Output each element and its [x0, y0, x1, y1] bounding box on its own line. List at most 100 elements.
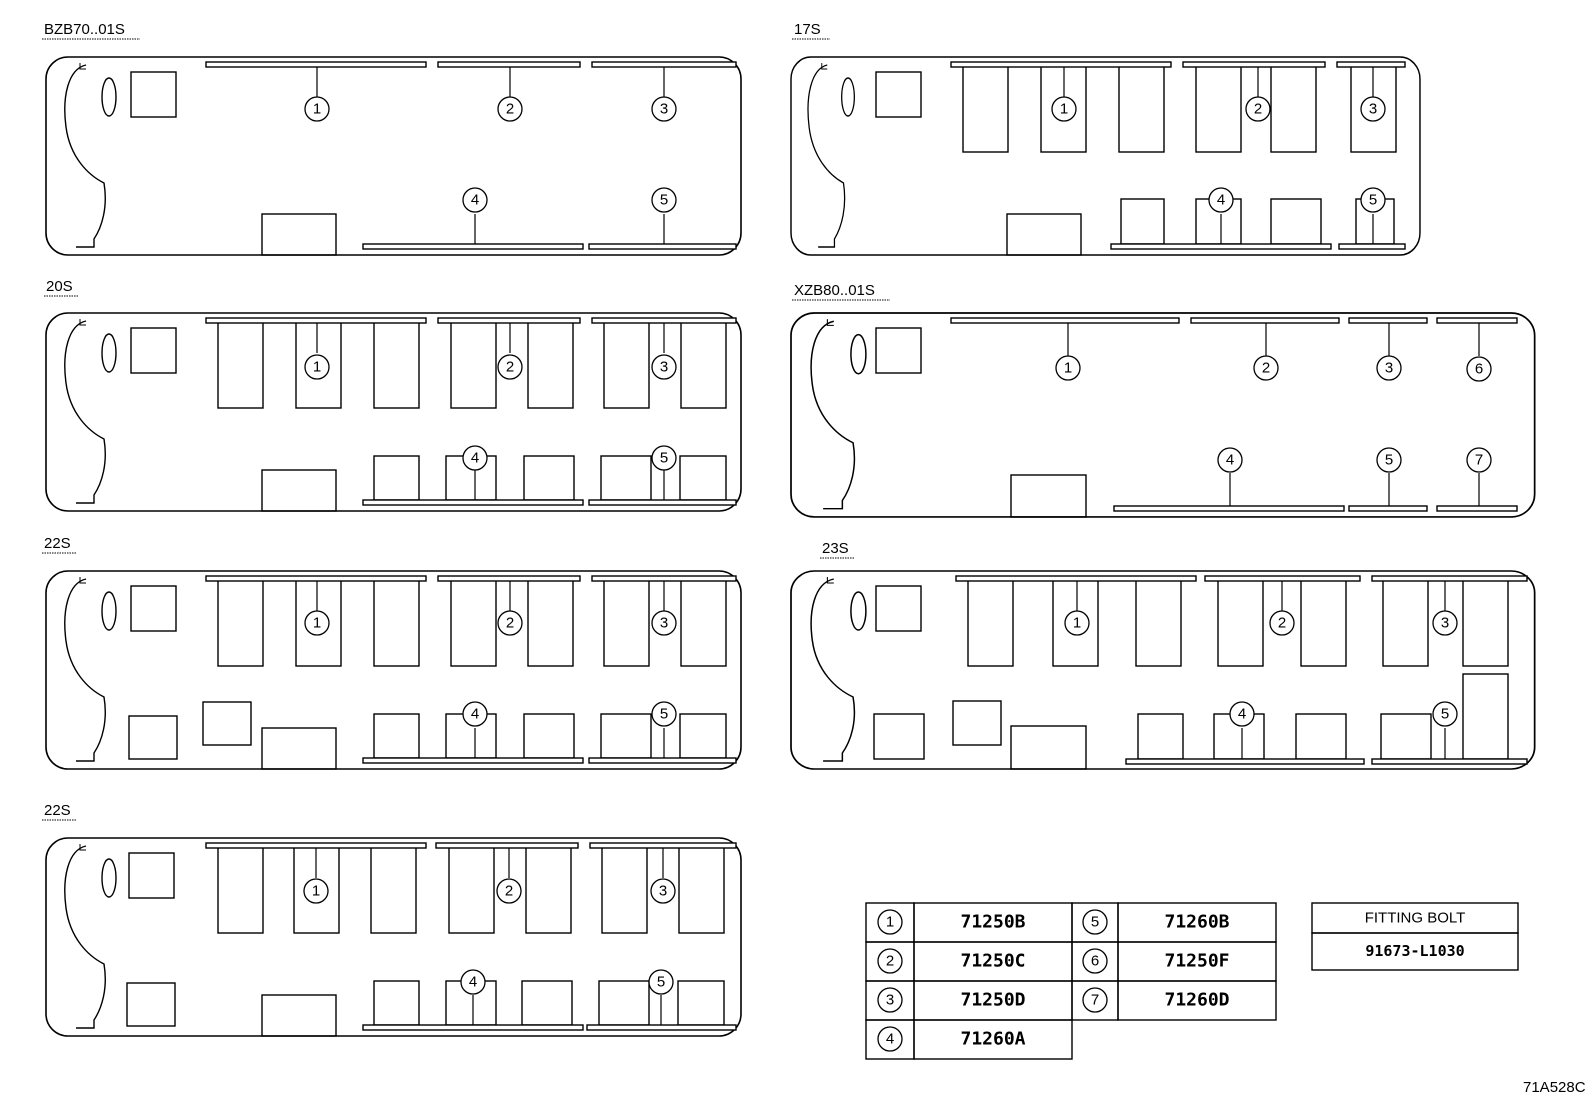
parts-row-6: 6 71250F [1082, 948, 1230, 974]
drawing-code: 71A528C [1523, 1079, 1586, 1096]
svg-text:3: 3 [1385, 360, 1393, 377]
callout-2: 2 [1269, 610, 1295, 636]
layout-label-20s: 20S [46, 278, 73, 295]
callout-3: 3 [651, 610, 677, 636]
layout-label-23s: 23S [822, 540, 849, 557]
callout-4: 4 [1229, 701, 1255, 727]
callout-4: 4 [462, 701, 488, 727]
parts-table [865, 902, 1277, 1060]
layout-label-22s-a: 22S [44, 535, 71, 552]
callout-1: 1 [304, 354, 330, 380]
callout-1: 1 [1051, 96, 1077, 122]
callout-5: 5 [1432, 701, 1458, 727]
fitting-bolt-title: FITTING BOLT [1365, 910, 1466, 927]
svg-text:2: 2 [1254, 101, 1262, 118]
svg-text:4: 4 [1226, 452, 1234, 469]
svg-text:1: 1 [312, 883, 320, 900]
callout-2: 2 [1245, 96, 1271, 122]
svg-text:4: 4 [1238, 706, 1246, 723]
callout-4: 4 [460, 969, 486, 995]
callout-7: 7 [1466, 447, 1492, 473]
svg-text:2: 2 [1278, 615, 1286, 632]
svg-text:1: 1 [313, 101, 321, 118]
callout-4: 4 [1208, 187, 1234, 213]
parts-row-3: 3 71250D [877, 987, 1026, 1013]
callout-4: 4 [462, 187, 488, 213]
svg-text:5: 5 [1091, 914, 1099, 931]
svg-text:2: 2 [506, 101, 514, 118]
svg-text:7: 7 [1091, 992, 1099, 1009]
svg-text:2: 2 [506, 359, 514, 376]
svg-text:5: 5 [660, 450, 668, 467]
svg-text:3: 3 [659, 883, 667, 900]
callout-5: 5 [651, 701, 677, 727]
callout-5: 5 [651, 445, 677, 471]
layout-20s: 1 2 3 4 5 [45, 312, 742, 512]
fitting-bolt-part: 91673-L1030 [1365, 942, 1464, 960]
svg-text:5: 5 [657, 974, 665, 991]
layout-label-17s: 17S [794, 21, 821, 38]
callout-4: 4 [462, 445, 488, 471]
svg-text:71260A: 71260A [960, 1029, 1025, 1050]
callout-4: 4 [1217, 447, 1243, 473]
svg-text:2: 2 [506, 615, 514, 632]
parts-row-5: 5 71260B [1082, 909, 1230, 935]
layout-bzb70: 1 2 3 4 5 [45, 56, 742, 256]
callout-2: 2 [497, 354, 523, 380]
parts-row-4: 4 71260A [877, 1026, 1026, 1052]
svg-text:71250F: 71250F [1164, 951, 1229, 972]
layout-label-bzb70: BZB70..01S [44, 21, 125, 38]
layout-23s: 1 2 3 4 5 [790, 570, 1536, 770]
callout-1: 1 [304, 96, 330, 122]
parts-row-2: 2 71250C [877, 948, 1026, 974]
svg-text:4: 4 [886, 1031, 894, 1048]
svg-text:5: 5 [660, 706, 668, 723]
svg-text:5: 5 [1441, 706, 1449, 723]
svg-text:1: 1 [886, 914, 894, 931]
svg-text:2: 2 [505, 883, 513, 900]
callout-3: 3 [650, 878, 676, 904]
svg-text:2: 2 [1262, 360, 1270, 377]
callout-5: 5 [648, 969, 674, 995]
svg-text:3: 3 [660, 359, 668, 376]
svg-text:4: 4 [469, 974, 477, 991]
callout-2: 2 [1253, 355, 1279, 381]
svg-text:1: 1 [313, 615, 321, 632]
callout-1: 1 [1055, 355, 1081, 381]
svg-text:5: 5 [1369, 192, 1377, 209]
svg-text:1: 1 [1073, 615, 1081, 632]
callout-2: 2 [496, 878, 522, 904]
svg-text:3: 3 [660, 101, 668, 118]
svg-text:2: 2 [886, 953, 894, 970]
svg-text:71250C: 71250C [960, 951, 1025, 972]
svg-text:71260B: 71260B [1164, 912, 1229, 933]
callout-3: 3 [1432, 610, 1458, 636]
callout-5: 5 [1376, 447, 1402, 473]
callout-2: 2 [497, 96, 523, 122]
callout-3: 3 [651, 96, 677, 122]
callout-5: 5 [651, 187, 677, 213]
svg-text:4: 4 [471, 706, 479, 723]
callout-6: 6 [1466, 356, 1492, 382]
svg-text:1: 1 [1060, 101, 1068, 118]
parts-row-1: 1 71250B [877, 909, 1026, 935]
svg-text:3: 3 [660, 615, 668, 632]
svg-text:3: 3 [886, 992, 894, 1009]
svg-text:1: 1 [313, 359, 321, 376]
callout-1: 1 [304, 610, 330, 636]
layout-xzb80: 1 2 3 6 4 5 7 [790, 312, 1536, 518]
svg-text:7: 7 [1475, 452, 1483, 469]
layout-22s-b: 1 2 3 4 5 [45, 837, 742, 1037]
callout-5: 5 [1360, 187, 1386, 213]
layout-17s: 1 2 3 4 5 [790, 56, 1421, 256]
svg-text:3: 3 [1369, 101, 1377, 118]
callout-3: 3 [1376, 355, 1402, 381]
callout-3: 3 [651, 354, 677, 380]
svg-text:6: 6 [1091, 953, 1099, 970]
callout-2: 2 [497, 610, 523, 636]
svg-text:6: 6 [1475, 361, 1483, 378]
callout-1: 1 [303, 878, 329, 904]
fitting-bolt-box: FITTING BOLT 91673-L1030 [1311, 902, 1519, 971]
callout-3: 3 [1360, 96, 1386, 122]
